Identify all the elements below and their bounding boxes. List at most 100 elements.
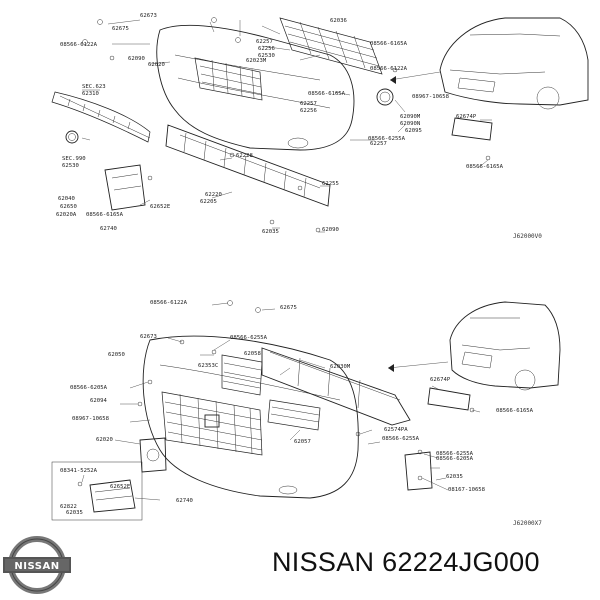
fog-lamp-ring (376, 88, 394, 106)
bumper-bracket (104, 164, 146, 211)
top-part-label: 62256 (258, 46, 275, 52)
leader-lines-bottom (81, 302, 481, 501)
bottom-part-label: 08566-6122A (150, 300, 188, 306)
nissan-logo-icon: NISSAN (3, 536, 71, 594)
detail-inset-box (51, 461, 143, 521)
bottom-part-label: 62094 (90, 398, 107, 404)
bottom-part-label: 62740 (176, 498, 193, 504)
front-bumper-fascia-lower (142, 335, 359, 499)
fasteners-top (82, 17, 491, 233)
top-part-label: 62256 (300, 108, 317, 114)
bottom-part-label: 62035 (446, 474, 463, 480)
bottom-part-label: 62058 (244, 351, 261, 357)
top-grille-panel (279, 17, 383, 75)
top-part-label: 62257 (370, 141, 387, 147)
fasteners-bottom (77, 300, 475, 487)
top-part-label: 62530 (62, 163, 79, 169)
bottom-part-label: 08566-6255A (436, 451, 474, 457)
top-part-label: 08566-6122A (60, 42, 98, 48)
top-part-label: 08566-6255A (368, 136, 406, 142)
lower-emblem-bracket (139, 437, 167, 473)
top-part-label: 62652E (150, 204, 171, 210)
top-part-label: 62255 (322, 181, 339, 187)
top-part-label: 08566-6165A (86, 212, 124, 218)
bottom-part-label: 62057 (294, 439, 311, 445)
bottom-part-label: 62574PA (384, 427, 408, 433)
bottom-part-label: 08967-10658 (72, 416, 110, 422)
top-part-label: 08566-6165A (308, 91, 346, 97)
top-part-label: 62095 (405, 128, 422, 134)
bottom-part-label: 62675 (280, 305, 297, 311)
top-part-label: 62035 (262, 229, 279, 235)
top-part-label: 62020A (56, 212, 77, 218)
top-part-label: 62090 (322, 227, 339, 233)
top-part-label: 08566-6165A (466, 164, 504, 170)
bottom-part-label: 62673 (140, 334, 157, 340)
bottom-part-label: 62035 (66, 510, 83, 516)
leader-lines-top (81, 19, 492, 233)
top-diagram (51, 17, 589, 233)
top-part-label: 62090N (400, 121, 420, 127)
bottom-part-label: 08566-6165A (496, 408, 534, 414)
top-part-label: 62674P (456, 114, 477, 120)
top-part-label: 62205 (200, 199, 217, 205)
top-part-label: 62036 (330, 18, 347, 24)
top-part-label: 62675 (112, 26, 129, 32)
top-part-label: 08566-6165A (370, 41, 408, 47)
top-part-label: 62228 (236, 153, 253, 159)
top-part-label: 62090 (128, 56, 145, 62)
top-part-label: SEC.990 (62, 156, 86, 162)
top-part-label: 08566-6122A (370, 66, 408, 72)
front-grille-lower (161, 391, 263, 456)
bottom-part-label: 62030M (330, 364, 351, 370)
top-part-label: 62020 (148, 62, 165, 68)
diagram-code-top: J62000V0 (513, 233, 542, 240)
top-part-label: 62310 (82, 91, 99, 97)
callout-labels-bottom: 08566-6122A 62675 62673 08566-6255A 62050 620… (60, 300, 534, 516)
side-bracket-lower (427, 387, 471, 411)
bottom-part-label: 08167-10658 (448, 487, 486, 493)
top-part-label: 62740 (100, 226, 117, 232)
direction-arrow-top (389, 71, 441, 81)
bottom-part-label: 62353C (198, 363, 218, 369)
emblem (65, 130, 79, 144)
mounting-bracket-left (89, 479, 136, 513)
top-part-label: 62650 (60, 204, 77, 210)
bottom-part-label: 08341-5252A (60, 468, 98, 474)
top-part-label: 62257 (256, 39, 273, 45)
bottom-part-label: 08566-6205A (70, 385, 108, 391)
side-bracket (451, 117, 493, 141)
car-silhouette-bottom (449, 301, 561, 391)
callout-labels-top: 626736267508566-6122A6202062023M62257622… (56, 13, 504, 235)
bottom-diagram (51, 300, 561, 521)
direction-arrow-bottom (387, 361, 449, 369)
top-part-label: 62220 (205, 192, 222, 198)
top-part-label: 62040 (58, 196, 75, 202)
top-part-label: 62673 (140, 13, 157, 19)
bumper-absorber (165, 124, 331, 207)
front-bumper-fascia (156, 25, 355, 151)
diagram-code-bottom: J62000X7 (513, 520, 542, 527)
top-part-label: SEC.623 (82, 84, 106, 90)
bottom-part-label: 62674P (430, 377, 451, 383)
car-silhouette-top (439, 17, 589, 110)
top-part-label: 62090M (400, 114, 421, 120)
part-number-caption: NISSAN 62224JG000 (272, 547, 540, 577)
bottom-part-label: 08566-6205A (436, 456, 474, 462)
upper-grille (194, 57, 263, 101)
mounting-bracket-right (404, 451, 433, 491)
upper-grille-insert (221, 354, 263, 396)
nissan-logo-text: NISSAN (14, 561, 59, 572)
grille-assembly (51, 91, 151, 143)
bottom-part-label: 62020 (96, 437, 113, 443)
top-part-label: 62530 (258, 53, 275, 59)
bottom-part-label: 62652E (110, 484, 131, 490)
top-part-label: 62257 (300, 101, 317, 107)
top-part-label: 62023M (246, 58, 267, 64)
side-grille-insert (267, 399, 321, 431)
bottom-part-label: 08566-6255A (382, 436, 420, 442)
bottom-part-label: 62050 (108, 352, 125, 358)
top-part-label: 08967-10658 (412, 94, 450, 100)
bottom-part-label: 08566-6255A (230, 335, 268, 341)
